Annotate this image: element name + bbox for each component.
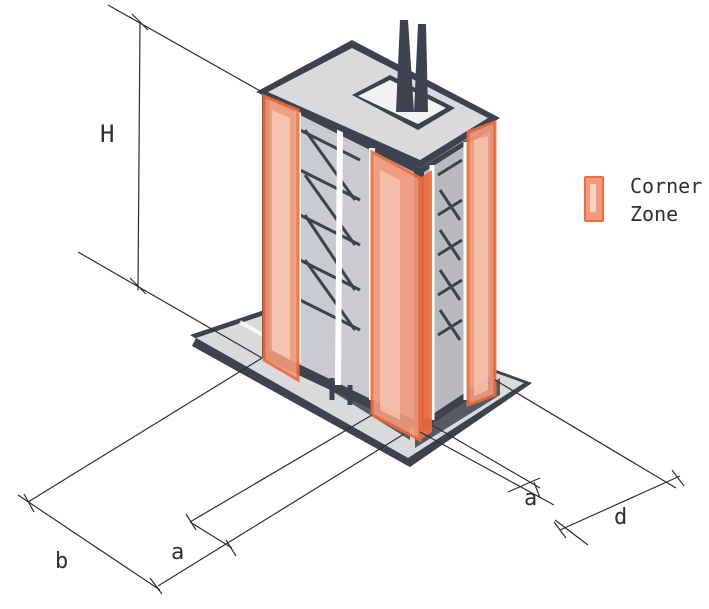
corner-zone-swatch	[584, 176, 604, 222]
legend-label-line2: Zone	[630, 202, 679, 226]
dimension-label-width: b	[55, 549, 69, 574]
roof	[256, 20, 500, 168]
dimension-lines	[17, 4, 685, 595]
legend-label-line1: Corner	[630, 174, 703, 198]
corner-zone-right	[466, 119, 497, 408]
corner-zone-front	[370, 149, 432, 443]
corner-zone-left	[262, 93, 300, 383]
dimension-label-corner-left: a	[171, 540, 185, 565]
legend-label: Corner Zone	[630, 172, 702, 228]
dimension-label-height: H	[100, 120, 115, 148]
dimension-label-corner-right: a	[524, 486, 538, 511]
legend: Corner Zone	[582, 170, 702, 230]
dimension-label-depth: d	[614, 505, 628, 530]
